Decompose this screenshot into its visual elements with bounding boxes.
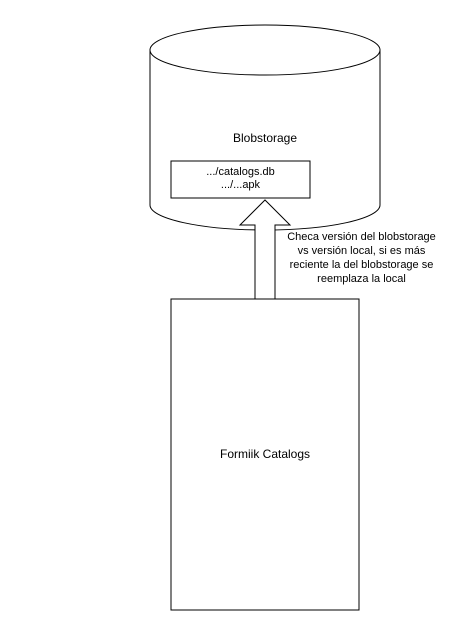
arrow-annotation: Checa versión del blobstorage vs versión…	[287, 231, 436, 285]
files-box[interactable]	[170, 160, 311, 199]
sync-arrow[interactable]	[238, 199, 292, 300]
formiik-catalogs-label: Formiik Catalogs	[219, 447, 311, 461]
formiik-catalogs-box[interactable]	[170, 298, 360, 611]
cylinder-top	[149, 24, 381, 76]
file-entry: .../...apk	[220, 179, 261, 191]
blobstorage-cylinder[interactable]	[149, 24, 381, 231]
file-entry: .../catalogs.db	[206, 166, 275, 178]
files-list: .../catalogs.db .../...apk	[171, 166, 310, 192]
blobstorage-label: Blobstorage	[232, 131, 298, 145]
